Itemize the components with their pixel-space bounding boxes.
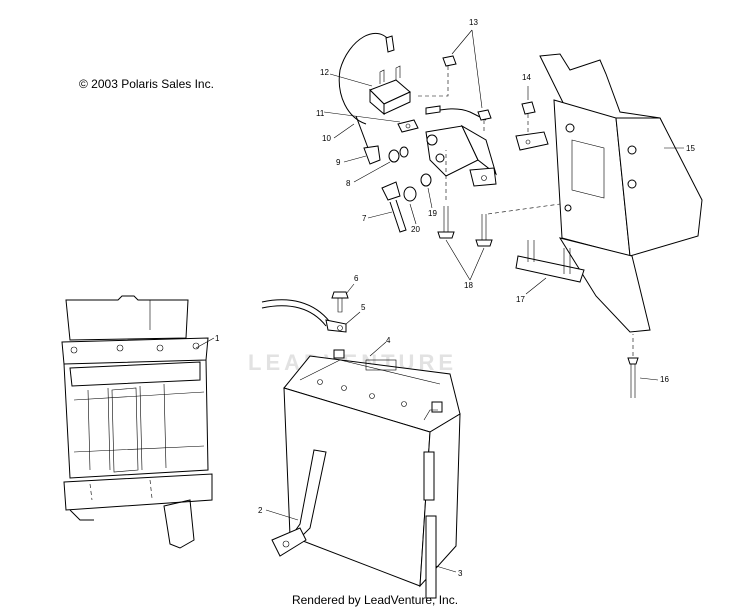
callout-19: 19 [428,209,437,218]
callout-9: 9 [336,158,341,167]
callout-18: 18 [464,281,473,290]
part-7-cable-end [381,181,407,233]
part-18-screws [437,150,561,247]
part-14-nut [521,101,536,132]
part-17-mount-foot [515,240,585,283]
footer-credit: Rendered by LeadVenture, Inc. [291,593,459,607]
ground-cable [261,299,347,333]
callout-15: 15 [686,144,695,153]
callout-10: 10 [322,134,331,143]
callout-20: 20 [411,225,420,234]
callout-11: 11 [316,109,325,118]
callout-17: 17 [516,295,525,304]
callout-3: 3 [458,569,463,578]
callout-5: 5 [361,303,366,312]
callout-7: 7 [362,214,367,223]
part-19-lockwasher [420,173,432,187]
part-16-rivet [627,334,639,398]
callout-4: 4 [386,336,391,345]
callout-8: 8 [346,179,351,188]
copyright-notice: © 2003 Polaris Sales Inc. [79,77,214,91]
callout-12: 12 [320,68,329,77]
part-1-battery-tray [61,295,213,549]
part-3-battery-cable [423,409,438,599]
part-2-battery-strap [271,449,327,557]
part-6-bolt [331,291,349,313]
callout-2: 2 [258,506,263,515]
part-15-bracket [515,53,703,333]
solenoid-assembly [338,32,497,187]
part-20-washer [403,186,417,202]
callout-1: 1 [215,334,220,343]
callout-14: 14 [522,73,531,82]
callout-13: 13 [469,18,478,27]
callout-16: 16 [660,375,669,384]
callout-6: 6 [354,274,359,283]
